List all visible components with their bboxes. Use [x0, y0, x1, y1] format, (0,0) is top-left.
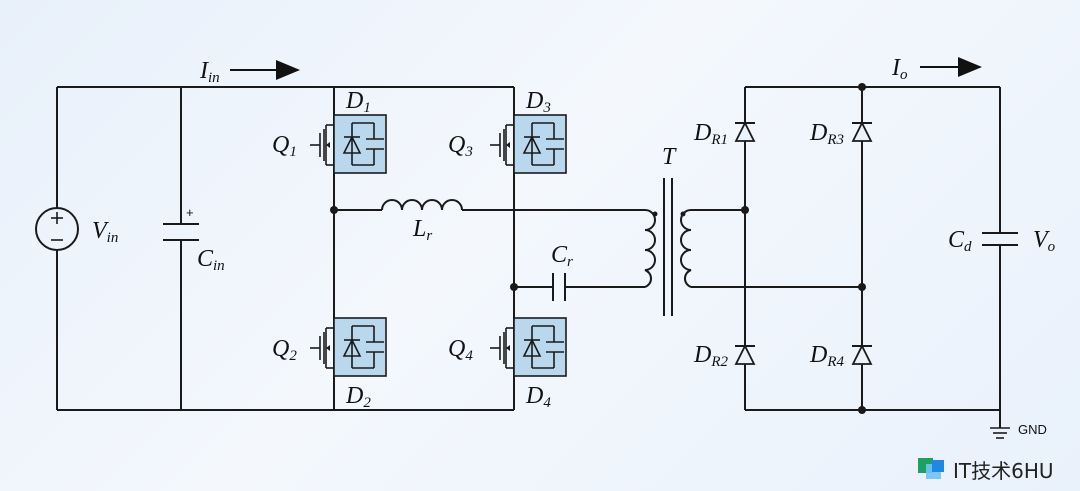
cr-capacitor — [514, 273, 645, 301]
q4-label: Q4 — [448, 336, 473, 364]
watermark: IT技术6HU — [918, 458, 1054, 483]
diode-dr2 — [734, 343, 756, 365]
d4-label: D4 — [525, 383, 551, 411]
d2-label: D2 — [345, 383, 371, 411]
q2-label: Q2 — [272, 336, 297, 364]
dr1-label: DR1 — [693, 120, 728, 148]
vin-label: Vin — [92, 218, 118, 246]
cin-label: Cin — [197, 246, 225, 274]
q1-label: Q1 — [272, 132, 297, 160]
lr-label: Lr — [412, 216, 432, 244]
input-wires — [56, 86, 334, 411]
diode-dr3 — [851, 120, 873, 142]
switch-q4-d4 — [489, 317, 567, 377]
diode-dr4 — [851, 343, 873, 365]
q3-label: Q3 — [448, 132, 473, 160]
io-label: Io — [891, 55, 908, 83]
dr3-label: DR3 — [809, 120, 844, 148]
ground-symbol — [990, 410, 1010, 439]
iin-label: Iin — [199, 58, 220, 86]
watermark-text: IT技术6HU — [953, 459, 1054, 483]
d1-label: D1 — [345, 88, 371, 116]
junction-dots — [330, 83, 866, 414]
diode-dr1 — [734, 120, 756, 142]
cr-label: Cr — [551, 242, 573, 270]
d3-label: D3 — [525, 88, 551, 116]
transformer — [644, 178, 862, 316]
transformer-label: T — [662, 144, 677, 170]
cd-capacitor — [982, 232, 1018, 246]
dr2-label: DR2 — [693, 342, 729, 370]
cin-capacitor — [163, 223, 199, 241]
vin-source — [35, 207, 79, 251]
watermark-logo-icon — [918, 458, 944, 479]
switch-q3-d3 — [489, 114, 567, 174]
gnd-label: GND — [1018, 422, 1047, 437]
vo-label: Vo — [1033, 227, 1056, 255]
cin-polarity: + — [186, 205, 194, 220]
switch-q2-d2 — [309, 317, 387, 377]
cd-label: Cd — [948, 227, 972, 255]
dr4-label: DR4 — [809, 342, 845, 370]
lr-inductor — [334, 199, 645, 211]
switch-q1-d1 — [309, 114, 387, 174]
